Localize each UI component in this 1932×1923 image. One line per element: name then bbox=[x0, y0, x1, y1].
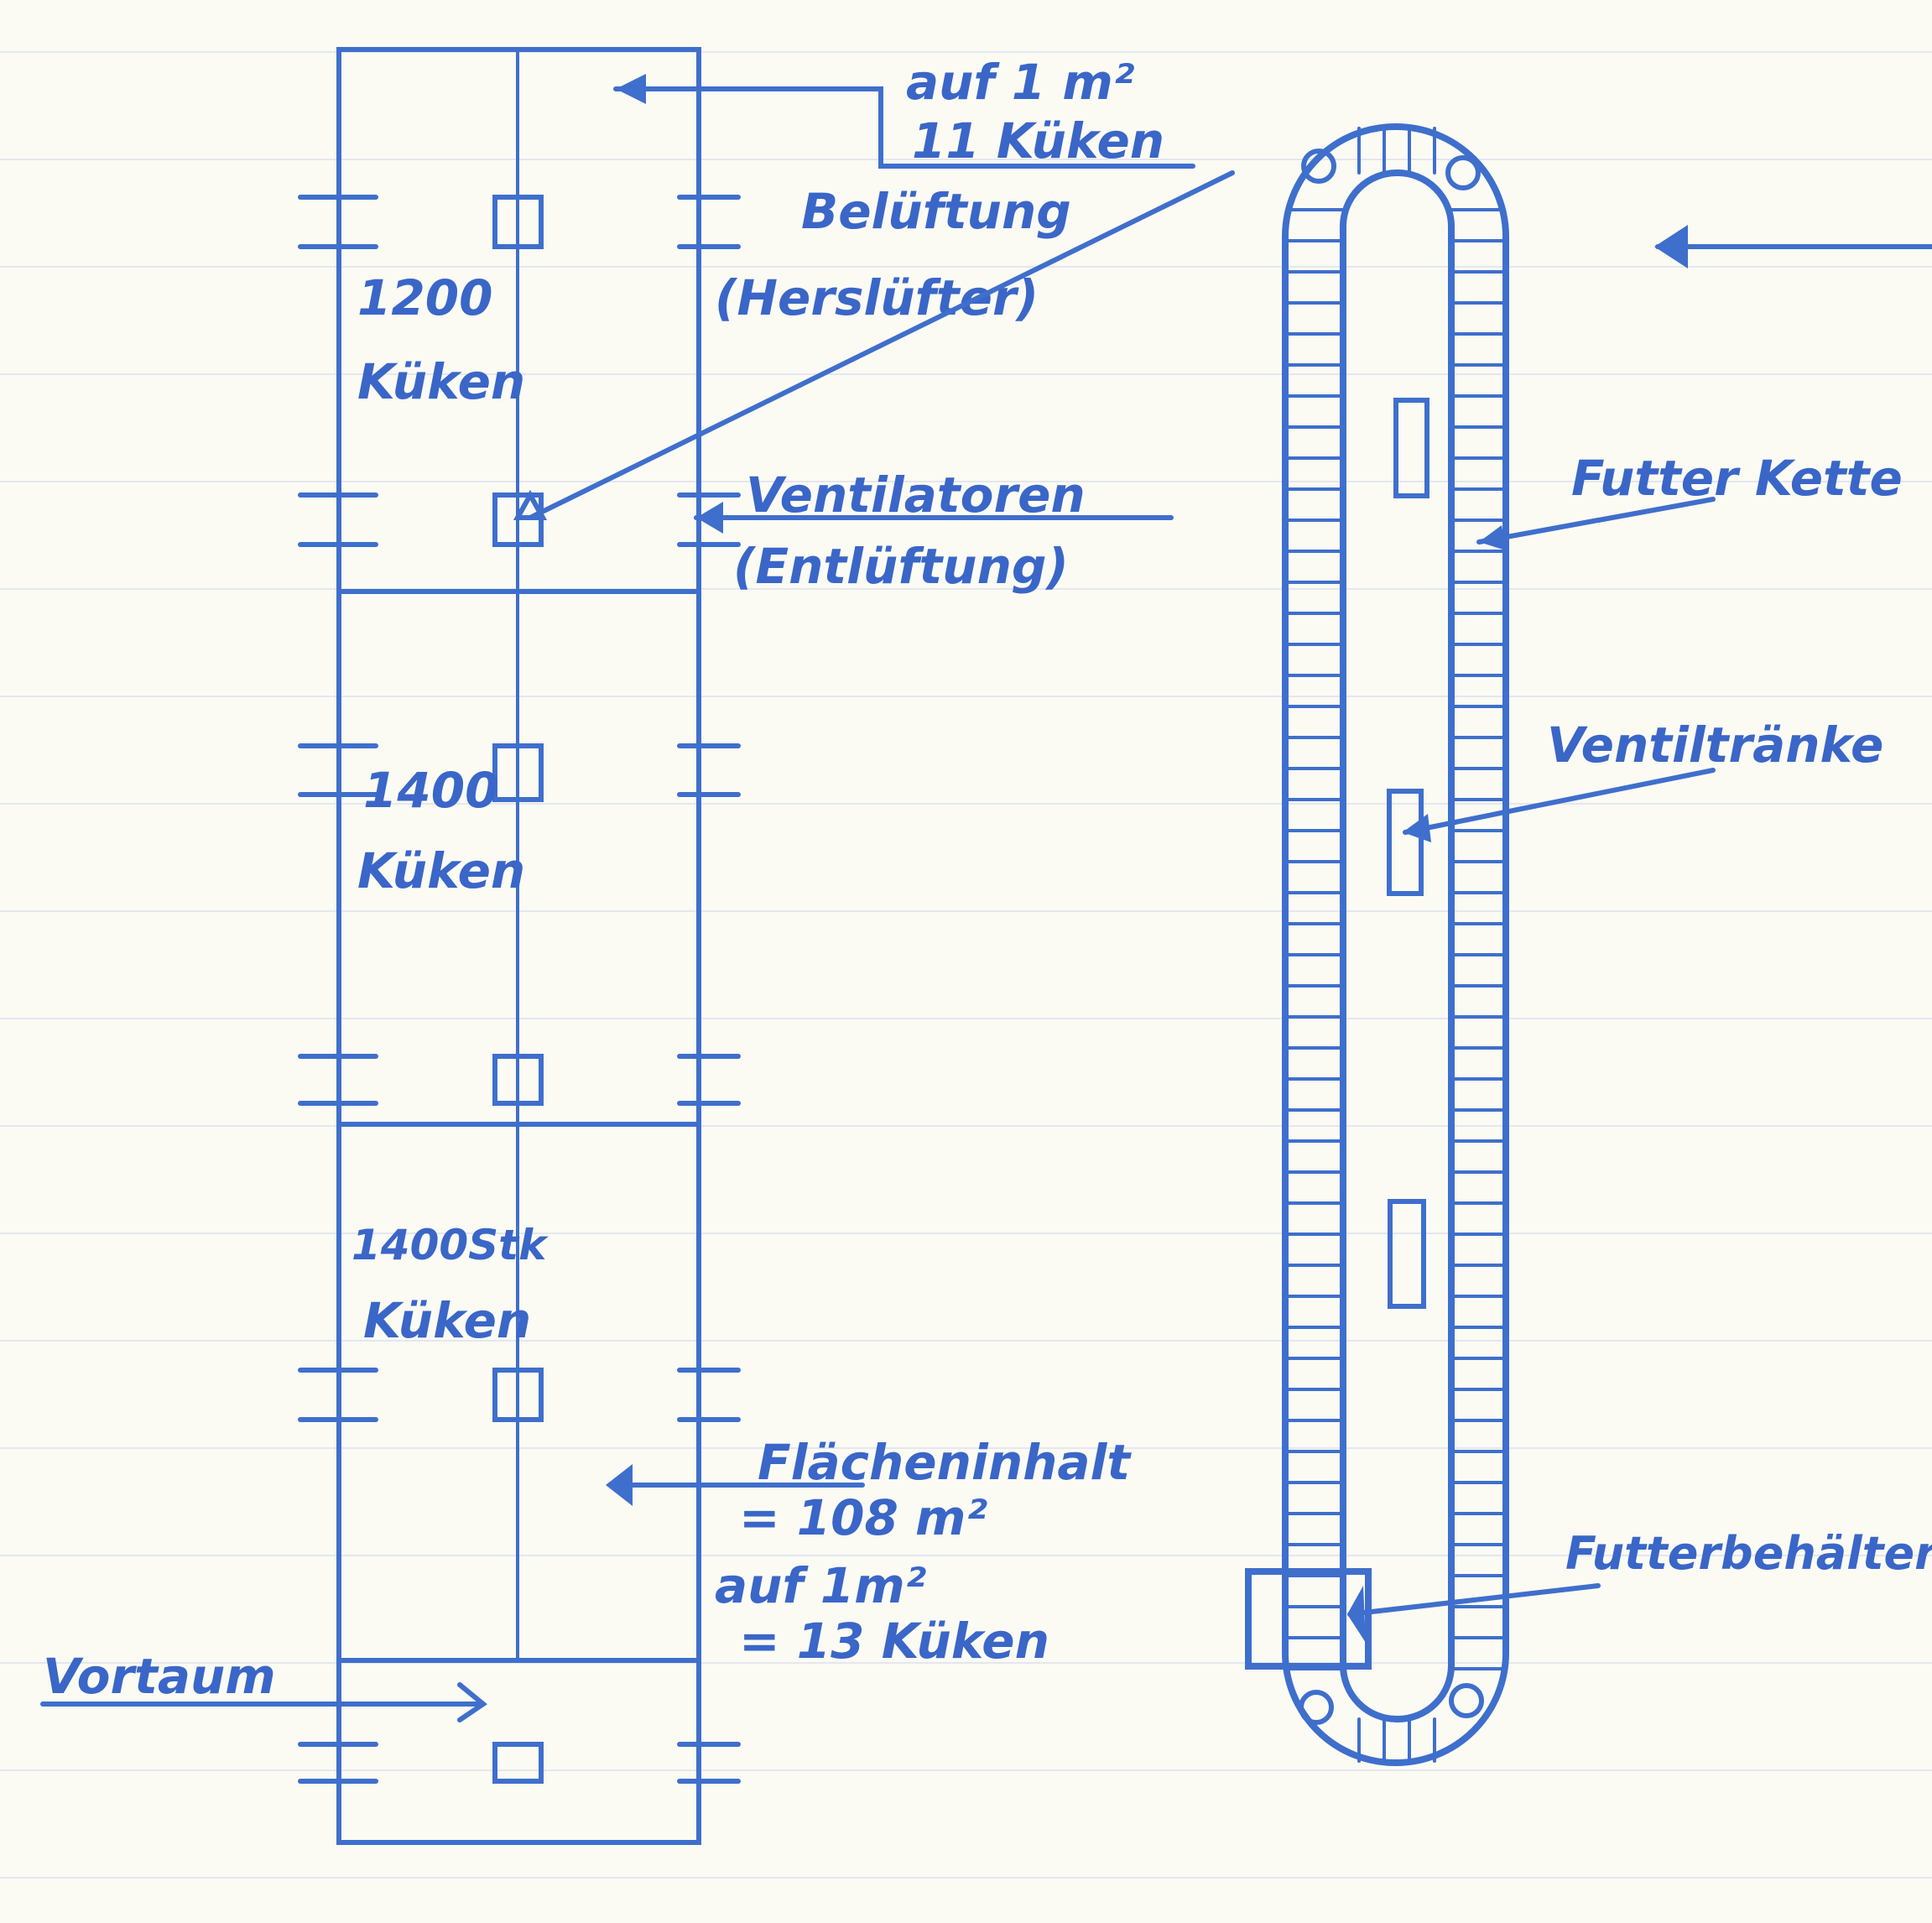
fan-box bbox=[492, 1742, 544, 1784]
fans-label: Ventilatoren bbox=[746, 466, 1086, 524]
section-2-unit: Küken bbox=[357, 842, 525, 899]
density-bottom-line1: auf 1m² bbox=[715, 1557, 926, 1614]
density-top-line1: auf 1 m² bbox=[906, 54, 1134, 111]
fans-sub-label: (Entlüftung) bbox=[733, 538, 1069, 595]
arrow-left-icon bbox=[616, 74, 646, 104]
anteroom-label: Vortaum bbox=[43, 1648, 276, 1705]
feed-container-label: Futterbehälter bbox=[1565, 1527, 1932, 1580]
density-top-line2: 11 Küken bbox=[912, 112, 1164, 169]
density-top-leader bbox=[613, 86, 1195, 169]
paper-grid bbox=[0, 51, 1932, 1879]
section-1-unit: Küken bbox=[357, 353, 525, 410]
section-3-unit: Küken bbox=[363, 1292, 531, 1349]
aeration-label: Belüftung bbox=[801, 183, 1071, 240]
window-ticks bbox=[298, 195, 741, 1784]
stable-plan bbox=[298, 47, 741, 1845]
feed-container bbox=[1245, 1568, 1372, 1670]
chain-wheel bbox=[1449, 1683, 1484, 1718]
aeration-sub-label: (Herslüfter) bbox=[715, 269, 1039, 326]
drinker-leader bbox=[1403, 768, 1716, 835]
arrow-left-icon bbox=[1479, 525, 1506, 550]
feed-container-leader bbox=[1347, 1583, 1601, 1617]
drinker-label: Ventiltränke bbox=[1547, 717, 1883, 774]
chain-wheel bbox=[1445, 155, 1481, 190]
drinker-box bbox=[1387, 789, 1424, 896]
feed-chain-leader bbox=[1476, 497, 1716, 545]
section-3-count: 1400Stk bbox=[352, 1221, 549, 1269]
section-2-count: 1400 bbox=[363, 762, 498, 819]
chain-wheel bbox=[1299, 1690, 1334, 1725]
arrow-left-icon bbox=[696, 502, 723, 534]
fan-box bbox=[492, 1368, 544, 1422]
chain-wheel bbox=[1301, 149, 1336, 184]
section-1-count: 1200 bbox=[357, 269, 492, 326]
density-bottom-line2: = 13 Küken bbox=[739, 1613, 1049, 1670]
chain-outer bbox=[1282, 123, 1509, 1766]
area-label: Flächeninhalt bbox=[758, 1434, 1132, 1491]
arrow-left-icon bbox=[1654, 225, 1688, 268]
aeration-leader bbox=[528, 170, 1235, 520]
chain-inner bbox=[1340, 169, 1455, 1722]
arrow-right-icon bbox=[457, 1682, 488, 1722]
arrow-left-icon bbox=[1347, 1586, 1366, 1643]
feed-chain-label: Futter Kette bbox=[1571, 450, 1903, 507]
fan-box bbox=[492, 1054, 544, 1106]
fan-box bbox=[492, 743, 544, 802]
arrow-left-icon bbox=[606, 1464, 633, 1506]
fan-box bbox=[492, 195, 544, 249]
drinker-box bbox=[1388, 1199, 1426, 1309]
area-value: = 108 m² bbox=[739, 1489, 987, 1546]
drinker-box bbox=[1393, 398, 1429, 498]
feeder-chain-loop bbox=[1245, 123, 1509, 1766]
arrow-left-icon bbox=[1403, 814, 1431, 842]
chain-links bbox=[1286, 127, 1505, 1763]
